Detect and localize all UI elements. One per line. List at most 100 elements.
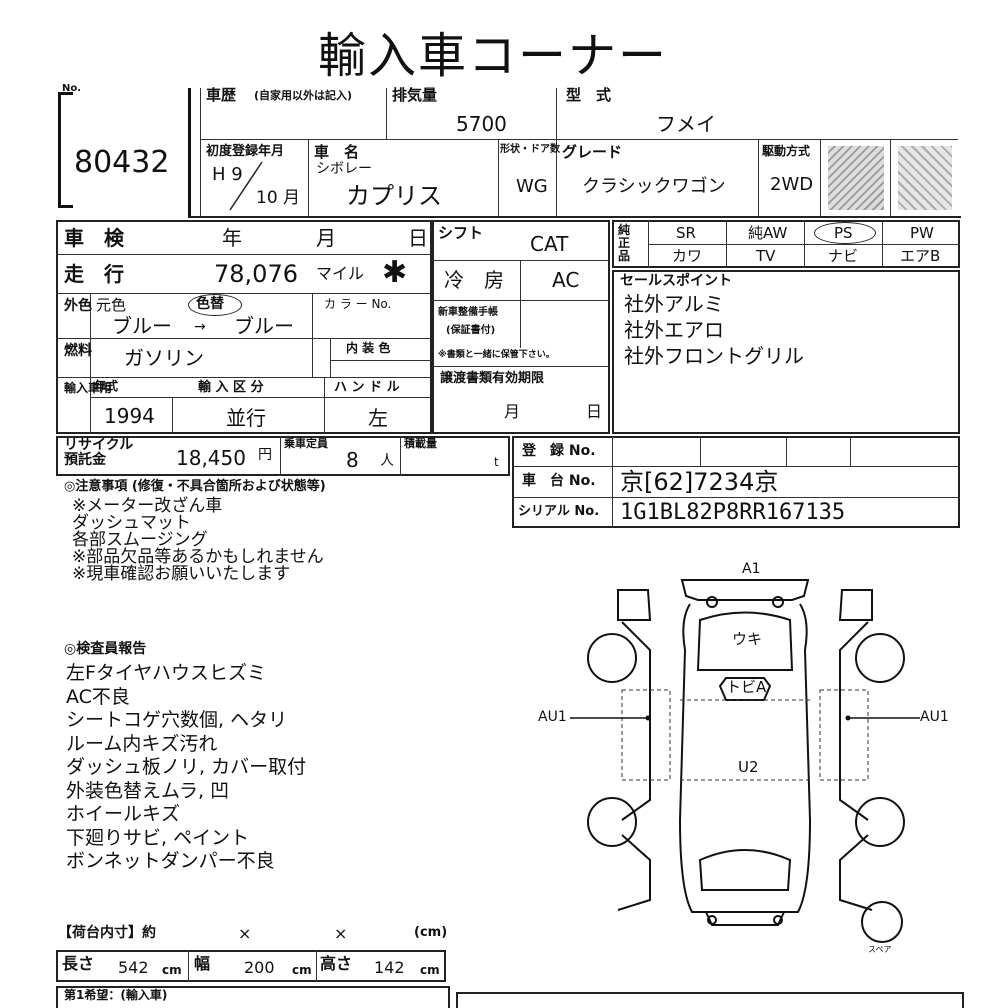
note-item: ※部品欠品等あるかもしれません — [72, 547, 324, 567]
lot-no-bracket — [58, 92, 73, 208]
cargo-len-unit: cm — [162, 963, 182, 977]
shift-label: シフト — [438, 224, 484, 242]
import-label: 輸入車用 — [64, 381, 113, 395]
transfer-month: 月 — [504, 402, 521, 421]
maint-sub: (保証書付) — [446, 325, 496, 336]
car-maker: シボレー — [316, 161, 372, 177]
equip-aw: 純AW — [748, 224, 788, 242]
maint-label: 新車整備手帳 — [438, 307, 498, 318]
equip-leather: カワ — [672, 247, 703, 265]
ac-label: 冷 房 — [444, 268, 504, 292]
color-orig-label: 元色 — [96, 296, 127, 314]
page-title: 輸入車コーナー — [318, 28, 669, 84]
car-photo-1 — [828, 146, 884, 210]
cargo-len: 542 — [118, 958, 149, 977]
note-item: ダッシュマット — [72, 513, 191, 533]
transfer-day: 日 — [586, 402, 603, 421]
mileage-mark: ✱ — [382, 255, 408, 290]
recycle-label: リサイクル 預託金 — [64, 437, 134, 469]
no-label: No. — [62, 83, 82, 94]
diagram-tobi: トビA — [726, 678, 767, 696]
inspector-item: シートコゲ穴数個, ヘタリ — [66, 709, 288, 731]
history-note: (自家用以外は記入) — [254, 89, 353, 102]
chassis-label: 車 台 No. — [522, 473, 596, 489]
model-type-label: 型 式 — [566, 86, 612, 104]
sales-points-box — [612, 270, 960, 434]
diagram-uki: ウキ — [732, 630, 763, 648]
inspector-label: ◎検査員報告 — [64, 641, 147, 657]
sales-item: 社外エアロ — [624, 318, 724, 342]
maint-note: ※書類と一緒に保管下さい。 — [438, 350, 555, 360]
first-reg-label: 初度登録年月 — [206, 144, 285, 159]
cargo-x2: × — [334, 924, 348, 943]
inspector-item: AC不良 — [66, 685, 130, 708]
transfer-label: 譲渡書類有効期限 — [440, 371, 545, 386]
car-photo-2 — [898, 146, 952, 210]
capacity-label: 乗車定員 — [284, 437, 328, 450]
model-type-value: フメイ — [656, 112, 716, 136]
first-reg-era: H 9 — [212, 164, 243, 185]
capacity-unit: 人 — [380, 453, 394, 469]
import-year-label: 年式 — [94, 379, 119, 393]
interior-color-label: 内 装 色 — [346, 341, 391, 355]
color-to: ブルー — [234, 314, 294, 338]
drive-value: 2WD — [770, 174, 814, 195]
cargo-hei-label: 高さ — [320, 954, 353, 973]
header-grid — [188, 88, 961, 218]
note-item: ※メーター改ざん車 — [72, 496, 223, 516]
serial-label: シリアル No. — [518, 504, 600, 519]
load-label: 積載量 — [404, 437, 437, 450]
car-diagram — [570, 579, 920, 943]
color-code-label: カ ラ ー No. — [324, 297, 392, 311]
inspector-item: 下廻りサビ, ペイント — [66, 826, 250, 849]
inspector-list: 左Fタイヤハウスヒズミ AC不良 シートコゲ穴数個, ヘタリ ルーム内キズ汚れ … — [66, 662, 306, 874]
bottom-box-right — [456, 992, 964, 1008]
equip-sr: SR — [676, 224, 696, 242]
diagram-spare: スペア — [868, 945, 892, 954]
equip-airbag: エアB — [900, 247, 941, 265]
equip-navi: ナビ — [828, 247, 859, 265]
handle-value: 左 — [368, 406, 388, 430]
mileage-unit: マイル — [316, 264, 365, 283]
inspection-label: 車 検 — [64, 226, 124, 250]
import-cat-label: 輸 入 区 分 — [198, 380, 264, 395]
diagram-au1-left: AU1 — [538, 709, 567, 725]
color-changed-label: 色替 — [196, 296, 224, 312]
note-item: 各部スムージング — [72, 530, 208, 550]
equip-tv: TV — [756, 247, 776, 265]
inspector-item: ホイールキズ — [66, 803, 181, 825]
handle-label: ハ ン ド ル — [334, 380, 400, 395]
info-block-mid — [432, 220, 610, 434]
color-changed-circle — [188, 294, 242, 316]
inspector-item: ダッシュ板ノリ, カバー取付 — [66, 756, 307, 778]
cargo-x1: × — [238, 924, 252, 943]
first-reg-month: 10 月 — [256, 188, 301, 208]
cargo-wid: 200 — [244, 958, 275, 977]
registration-label: 登 録 No. — [522, 443, 596, 459]
mileage-value: 78,076 — [214, 260, 298, 288]
color-label: 外色 — [64, 298, 92, 314]
fuel-value: ガソリン — [124, 346, 204, 370]
cargo-len-label: 長さ — [62, 954, 95, 973]
color-arrow: → — [194, 319, 206, 335]
cargo-table — [56, 950, 446, 982]
car-name-label: 車 名 — [314, 143, 360, 161]
inspection-day: 日 — [408, 226, 428, 250]
registration-table — [512, 436, 960, 528]
equipment-label: 純正品 — [618, 223, 631, 264]
shift-value: CAT — [530, 232, 569, 256]
history-label: 車歴 — [206, 86, 237, 104]
bottom-label: 第1希望：(輸入車) — [64, 988, 168, 1002]
import-year: 1994 — [104, 404, 155, 428]
inspection-year: 年 — [222, 226, 242, 250]
inspector-item: ルーム内キズ汚れ — [66, 732, 218, 755]
body-shape-value: WG — [516, 176, 548, 197]
recycle-box — [56, 436, 510, 476]
bottom-box-left — [56, 986, 450, 1008]
inspector-item: 左Fタイヤハウスヒズミ — [66, 662, 266, 684]
capacity-value: 8 — [346, 448, 359, 472]
recycle-unit: 円 — [258, 447, 272, 463]
mileage-label: 走 行 — [64, 262, 124, 286]
cargo-wid-unit: cm — [292, 963, 312, 977]
cargo-wid-label: 幅 — [194, 954, 211, 973]
